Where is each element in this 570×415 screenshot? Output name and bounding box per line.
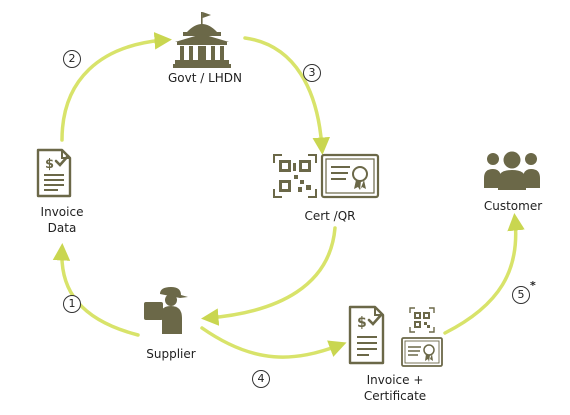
supplier-delivery-icon bbox=[144, 287, 188, 334]
small-qr-icon bbox=[409, 307, 435, 333]
arrow-3-govt-to-cert bbox=[243, 36, 331, 155]
svg-text:$: $ bbox=[45, 157, 54, 172]
arrow-cert-to-supplier bbox=[201, 226, 337, 326]
step-3-badge: 3 bbox=[303, 64, 321, 82]
invoice-data-label: Invoice Data bbox=[22, 204, 102, 236]
step-2-badge: 2 bbox=[63, 50, 81, 68]
arrow-5-invoice-cert-to-customer bbox=[443, 213, 525, 335]
customer-label: Customer bbox=[483, 199, 543, 213]
qr-certificate-icon bbox=[273, 153, 380, 199]
arrow-2-invoice-to-govt bbox=[60, 32, 172, 142]
arrow-1-supplier-to-invoice bbox=[52, 243, 140, 337]
qr-code-icon bbox=[273, 154, 317, 198]
govt-label: Govt / LHDN bbox=[167, 71, 243, 85]
supplier-label: Supplier bbox=[146, 347, 196, 361]
step-5-asterisk: * bbox=[530, 279, 536, 292]
invoice-data-label-line1: Invoice bbox=[40, 205, 84, 219]
small-certificate-icon bbox=[401, 337, 443, 367]
invoice-certificate-icon: $ bbox=[348, 305, 443, 367]
invoice-data-label-line2: Data bbox=[47, 221, 77, 235]
certificate-icon bbox=[320, 153, 380, 199]
customer-group-icon bbox=[484, 151, 540, 190]
invoice-certificate-label: Invoice + Certificate bbox=[345, 372, 445, 404]
step-1-badge: 1 bbox=[63, 295, 81, 313]
arrow-4-supplier-to-invoice-cert bbox=[200, 326, 347, 359]
cert-qr-label: Cert /QR bbox=[304, 209, 356, 223]
invoice-certificate-label-line1: Invoice + bbox=[366, 373, 424, 387]
svg-text:$: $ bbox=[357, 315, 367, 331]
step-5-badge: 5 bbox=[512, 286, 530, 304]
government-building-icon bbox=[173, 12, 231, 68]
step-4-badge: 4 bbox=[252, 370, 270, 388]
invoice-document-icon: $ bbox=[36, 148, 72, 198]
invoice-certificate-label-line2: Certificate bbox=[363, 389, 427, 403]
